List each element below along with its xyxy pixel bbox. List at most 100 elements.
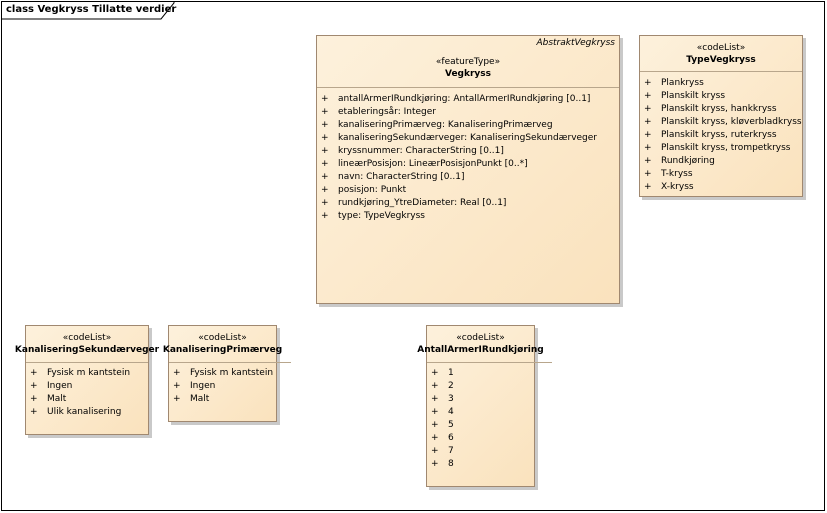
compartment-divider: [26, 362, 148, 363]
class-name: KanaliseringSekundærveger: [14, 345, 160, 355]
attribute-item[interactable]: +Rundkjøring: [640, 155, 802, 168]
class-vegkryss[interactable]: AbstraktVegkryss «featureType» Vegkryss …: [316, 35, 620, 304]
attribute-item[interactable]: +Fysisk m kantstein: [26, 367, 148, 380]
attribute-item[interactable]: +kryssnummer: CharacterString [0..1]: [317, 145, 619, 158]
attribute-item[interactable]: +6: [427, 432, 534, 445]
public-visibility-icon: +: [644, 143, 652, 153]
public-visibility-icon: +: [431, 407, 439, 417]
attribute-label: Ingen: [190, 381, 216, 391]
attribute-label: Ulik kanalisering: [47, 407, 122, 417]
attribute-item[interactable]: +2: [427, 380, 534, 393]
class-name: AntallArmerIRundkjøring: [417, 345, 544, 355]
public-visibility-icon: +: [30, 407, 38, 417]
public-visibility-icon: +: [644, 78, 652, 88]
attribute-item[interactable]: + Planskilt kryss, trompetkryss: [640, 142, 802, 155]
attribute-item[interactable]: +X-kryss: [640, 181, 802, 194]
attribute-item[interactable]: +Plankryss: [640, 77, 802, 90]
attribute-list: +Plankryss+Planskilt kryss+Planskilt kry…: [640, 77, 802, 194]
attribute-label: 1: [448, 368, 454, 378]
public-visibility-icon: +: [321, 185, 329, 195]
attribute-list: + antallArmerIRundkjøring: AntallArmerIRu…: [317, 93, 619, 223]
attribute-item[interactable]: + kanaliseringSekundærveger: Kanalisering…: [317, 132, 619, 145]
class-kanalisering-primaerveg[interactable]: «codeList» KanaliseringPrimærveg + Fysisk…: [163, 325, 291, 422]
attribute-label: Fysisk m kantstein: [47, 368, 131, 378]
public-visibility-icon: +: [431, 420, 439, 430]
attribute-label: Planskilt kryss, trompetkryss: [661, 143, 791, 153]
public-visibility-icon: +: [321, 211, 329, 221]
attribute-item[interactable]: + posisjon: Punkt: [317, 184, 619, 197]
public-visibility-icon: +: [644, 91, 652, 101]
compartment-divider: [427, 362, 552, 363]
attribute-item[interactable]: +4: [427, 406, 534, 419]
attribute-item[interactable]: +T-kryss: [640, 168, 802, 181]
attribute-item[interactable]: +etableringsår: Integer: [317, 106, 619, 119]
attribute-item[interactable]: + Ingen: [169, 380, 276, 393]
class-header: «codeList» KanaliseringPrimærveg: [163, 326, 282, 356]
attribute-item[interactable]: +rundkjøring_YtreDiameter: Real [0..1]: [317, 197, 619, 210]
attribute-label: X-kryss: [661, 182, 694, 192]
attribute-item[interactable]: +Malt: [169, 393, 276, 406]
public-visibility-icon: +: [173, 368, 181, 378]
attribute-list: + Fysisk m kantstein + Ingen +Malt: [169, 367, 276, 406]
public-visibility-icon: +: [321, 159, 329, 169]
stereotype-label: «featureType»: [435, 57, 501, 67]
attribute-item[interactable]: + type: TypeVegkryss: [317, 210, 619, 223]
attribute-item[interactable]: +3: [427, 393, 534, 406]
attribute-item[interactable]: +kanaliseringPrimærveg: KanaliseringPrim…: [317, 119, 619, 132]
compartment-divider: [169, 362, 291, 363]
attribute-label: etableringsår: Integer: [338, 107, 436, 117]
attribute-label: Planskilt kryss: [661, 91, 726, 101]
attribute-label: Ingen: [47, 381, 73, 391]
attribute-label: T-kryss: [661, 169, 693, 179]
attribute-label: Fysisk m kantstein: [190, 368, 274, 378]
public-visibility-icon: +: [644, 104, 652, 114]
attribute-item[interactable]: +1: [427, 367, 534, 380]
attribute-item[interactable]: +7: [427, 445, 534, 458]
attribute-item[interactable]: +8: [427, 458, 534, 471]
public-visibility-icon: +: [173, 381, 181, 391]
attribute-label: 8: [448, 459, 454, 469]
attribute-item[interactable]: + Planskilt kryss: [640, 90, 802, 103]
attribute-label: posisjon: Punkt: [338, 185, 407, 195]
public-visibility-icon: +: [644, 117, 652, 127]
public-visibility-icon: +: [321, 133, 329, 143]
attribute-label: 2: [448, 381, 454, 391]
public-visibility-icon: +: [431, 381, 439, 391]
attribute-item[interactable]: + Ingen: [26, 380, 148, 393]
class-antall-armer-i-rundkjoring[interactable]: «codeList» AntallArmerIRundkjøring +1+2+…: [417, 325, 552, 487]
public-visibility-icon: +: [431, 433, 439, 443]
public-visibility-icon: +: [321, 172, 329, 182]
attribute-label: type: TypeVegkryss: [338, 211, 425, 221]
attribute-item[interactable]: +Planskilt kryss, ruterkryss: [640, 129, 802, 142]
attribute-item[interactable]: + Planskilt kryss, kløverbladkryss: [640, 116, 802, 129]
attribute-item[interactable]: +5: [427, 419, 534, 432]
attribute-label: antallArmerIRundkjøring: AntallArmerIRun…: [338, 94, 591, 104]
attribute-label: 7: [448, 446, 454, 456]
attribute-label: kanaliseringSekundærveger: KanaliseringS…: [338, 133, 598, 143]
attribute-item[interactable]: + Fysisk m kantstein: [169, 367, 276, 380]
attribute-label: Planskilt kryss, kløverbladkryss: [661, 117, 802, 127]
public-visibility-icon: +: [30, 381, 38, 391]
stereotype-label: «codeList»: [198, 333, 247, 343]
class-name: KanaliseringPrimærveg: [162, 345, 283, 355]
public-visibility-icon: +: [644, 156, 652, 166]
attribute-item[interactable]: +navn: CharacterString [0..1]: [317, 171, 619, 184]
public-visibility-icon: +: [173, 394, 181, 404]
abstract-parent-label: AbstraktVegkryss: [536, 38, 615, 48]
class-type-vegkryss[interactable]: «codeList» TypeVegkryss +Plankryss+Plans…: [639, 35, 803, 197]
stereotype-label: «codeList»: [696, 43, 746, 53]
attribute-item[interactable]: +Malt: [26, 393, 148, 406]
public-visibility-icon: +: [321, 198, 329, 208]
public-visibility-icon: +: [321, 146, 329, 156]
attribute-item[interactable]: +antallArmerIRundkjøring: AntallArmerIRu…: [317, 93, 619, 106]
public-visibility-icon: +: [431, 446, 439, 456]
class-kanalisering-sekundaerveger[interactable]: «codeList» KanaliseringSekundærveger +Fy…: [15, 325, 159, 435]
attribute-item[interactable]: +Planskilt kryss, hankkryss: [640, 103, 802, 116]
stereotype-label: «codeList»: [456, 333, 505, 343]
class-name: Vegkryss: [444, 69, 492, 79]
frame-title: class Vegkryss Tillatte verdier: [6, 4, 177, 15]
attribute-label: Malt: [47, 394, 67, 404]
attribute-item[interactable]: + Ulik kanalisering: [26, 406, 148, 419]
attribute-item[interactable]: +lineærPosisjon: LineærPosisjonPunkt [0.…: [317, 158, 619, 171]
